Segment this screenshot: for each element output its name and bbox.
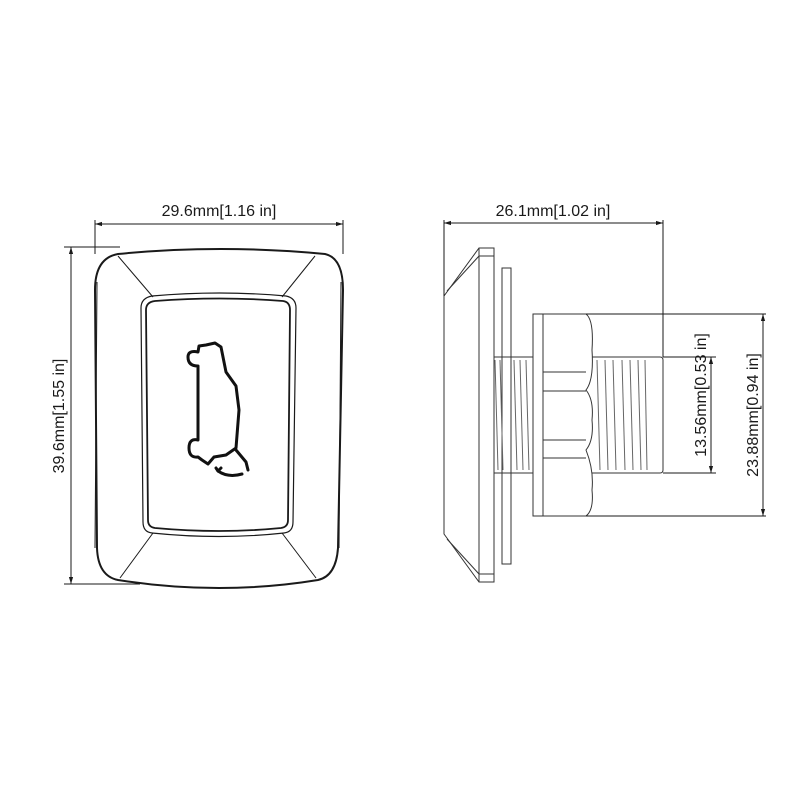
thread-diameter-label: 13.56mm[0.53 in]	[693, 333, 710, 457]
height-label: 39.6mm[1.55 in]	[51, 359, 68, 474]
side-washer	[501, 267, 512, 565]
bevel-line-tl	[117, 255, 154, 298]
dimension-width: 29.6mm[1.16 in]	[94, 203, 344, 254]
bevel-line-tr	[281, 255, 316, 298]
thread-left	[494, 356, 533, 474]
front-bezel-inner-edge	[94, 281, 342, 549]
side-bezel	[443, 247, 495, 583]
dimension-nut-height: 23.88mm[0.94 in]	[586, 313, 766, 517]
bevel-line-br	[281, 532, 317, 579]
side-view	[443, 247, 664, 583]
front-panel-inner	[145, 297, 291, 532]
depth-label: 26.1mm[1.02 in]	[496, 203, 611, 220]
bevel-line-bl	[119, 532, 154, 579]
thread-right	[592, 356, 664, 474]
car-trunk-open-icon	[186, 341, 250, 477]
dimension-height: 39.6mm[1.55 in]	[51, 246, 140, 585]
width-label: 29.6mm[1.16 in]	[162, 203, 277, 220]
dimension-depth: 26.1mm[1.02 in]	[443, 203, 664, 357]
hex-nut	[532, 313, 593, 517]
front-panel-outer	[140, 292, 297, 538]
nut-height-label: 23.88mm[0.94 in]	[745, 353, 762, 477]
front-bezel-outer	[93, 248, 345, 589]
dimension-thread-diameter: 13.56mm[0.53 in]	[663, 333, 716, 474]
front-view	[93, 248, 345, 589]
